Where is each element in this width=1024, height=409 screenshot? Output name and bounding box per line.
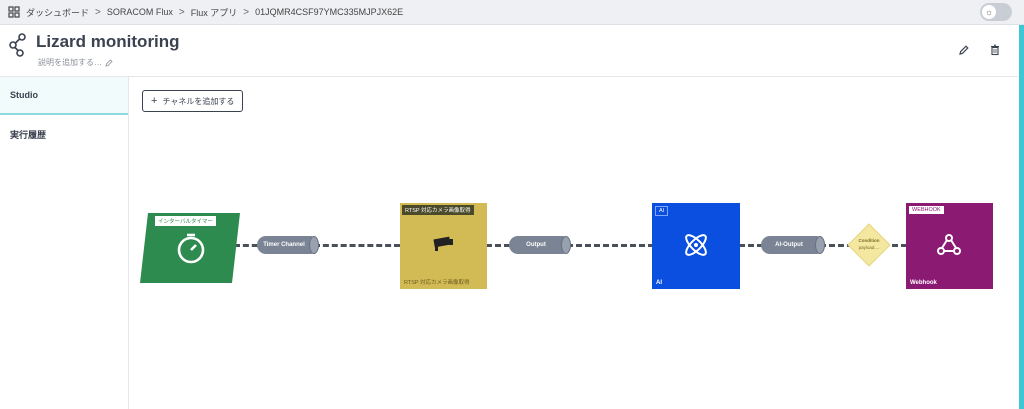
camera-node-tag: RTSP 対応カメラ画像取得: [402, 205, 474, 215]
sidebar-item-history[interactable]: 実行履歴: [0, 115, 128, 153]
channel-cap: [561, 236, 571, 254]
theme-toggle[interactable]: ☼: [980, 3, 1012, 21]
channel-cap: [815, 236, 825, 254]
add-channel-label: チャネルを追加する: [162, 96, 235, 106]
sidebar-item-label: 実行履歴: [10, 129, 47, 140]
sidebar: Studio 実行履歴: [0, 77, 129, 409]
ai-node-tag: AI: [655, 206, 669, 216]
description-placeholder: 説明を追加する…: [38, 58, 102, 67]
breadcrumb-app-id: 01JQMR4CSF97YMC335MJPJX62E: [255, 7, 404, 17]
channel-cap: [309, 236, 319, 254]
timer-icon: [177, 233, 205, 264]
cctv-camera-icon: [433, 236, 453, 251]
chevron-right-icon: >: [243, 6, 250, 18]
pencil-icon: [105, 58, 113, 67]
condition-subtitle: payload....: [858, 245, 880, 250]
condition-diamond: [847, 223, 891, 267]
ai-node[interactable]: AI AI: [652, 203, 740, 289]
ai-node-label: AI: [656, 280, 662, 286]
camera-node-label: RTSP 対応カメラ画像取得: [404, 280, 470, 286]
scrollbar-accent[interactable]: [1019, 25, 1024, 409]
sun-icon: ☼: [982, 5, 996, 19]
timer-node[interactable]: インターバルタイマー: [140, 213, 240, 283]
channel-ai-output[interactable]: AI-Output: [761, 236, 825, 254]
sidebar-item-label: Studio: [10, 90, 38, 100]
channel-label: AI-Output: [775, 242, 803, 248]
flux-app-icon: [9, 33, 26, 57]
webhook-icon: [937, 234, 961, 255]
chevron-right-icon: >: [178, 6, 185, 18]
page-header: Lizard monitoring 説明を追加する…: [0, 25, 1018, 77]
webhook-node-label: Webhook: [910, 280, 937, 286]
condition-node[interactable]: Condition payload....: [847, 223, 891, 267]
atom-icon: [685, 234, 707, 256]
webhook-node-tag: WEBHOOK: [909, 206, 944, 214]
sidebar-item-studio[interactable]: Studio: [0, 77, 128, 115]
webhook-node[interactable]: WEBHOOK Webhook: [906, 203, 993, 289]
top-bar: ダッシュボード > SORACOM Flux > Flux アプリ > 01JQ…: [0, 0, 1024, 25]
trash-icon[interactable]: [988, 43, 1002, 57]
channel-output[interactable]: Output: [509, 236, 571, 254]
add-channel-button[interactable]: + チャネルを追加する: [142, 90, 244, 112]
page-title: Lizard monitoring: [36, 32, 180, 51]
plus-icon: +: [151, 95, 158, 107]
camera-node[interactable]: RTSP 対応カメラ画像取得 RTSP 対応カメラ画像取得: [400, 203, 487, 289]
timer-node-shape: [140, 213, 240, 283]
channel-timer[interactable]: Timer Channel: [257, 236, 319, 254]
condition-title: Condition: [858, 238, 880, 243]
breadcrumb-soracom-flux[interactable]: SORACOM Flux: [106, 7, 173, 17]
timer-node-tag: インターバルタイマー: [154, 215, 217, 227]
chevron-right-icon: >: [95, 6, 101, 18]
channel-label: Timer Channel: [263, 242, 305, 248]
studio-canvas[interactable]: + チャネルを追加する インターバルタイマー Timer Channel: [130, 77, 1018, 409]
breadcrumb-flux-apps[interactable]: Flux アプリ: [190, 7, 238, 18]
channel-label: Output: [526, 242, 546, 248]
dashboard-icon[interactable]: [8, 6, 20, 18]
flow-diagram: インターバルタイマー Timer Channel RTSP 対応カメラ画像取得 …: [130, 77, 1018, 409]
edit-pencil-icon[interactable]: [957, 43, 971, 57]
description-field[interactable]: 説明を追加する…: [38, 57, 113, 68]
breadcrumb-dashboard[interactable]: ダッシュボード: [26, 7, 90, 18]
